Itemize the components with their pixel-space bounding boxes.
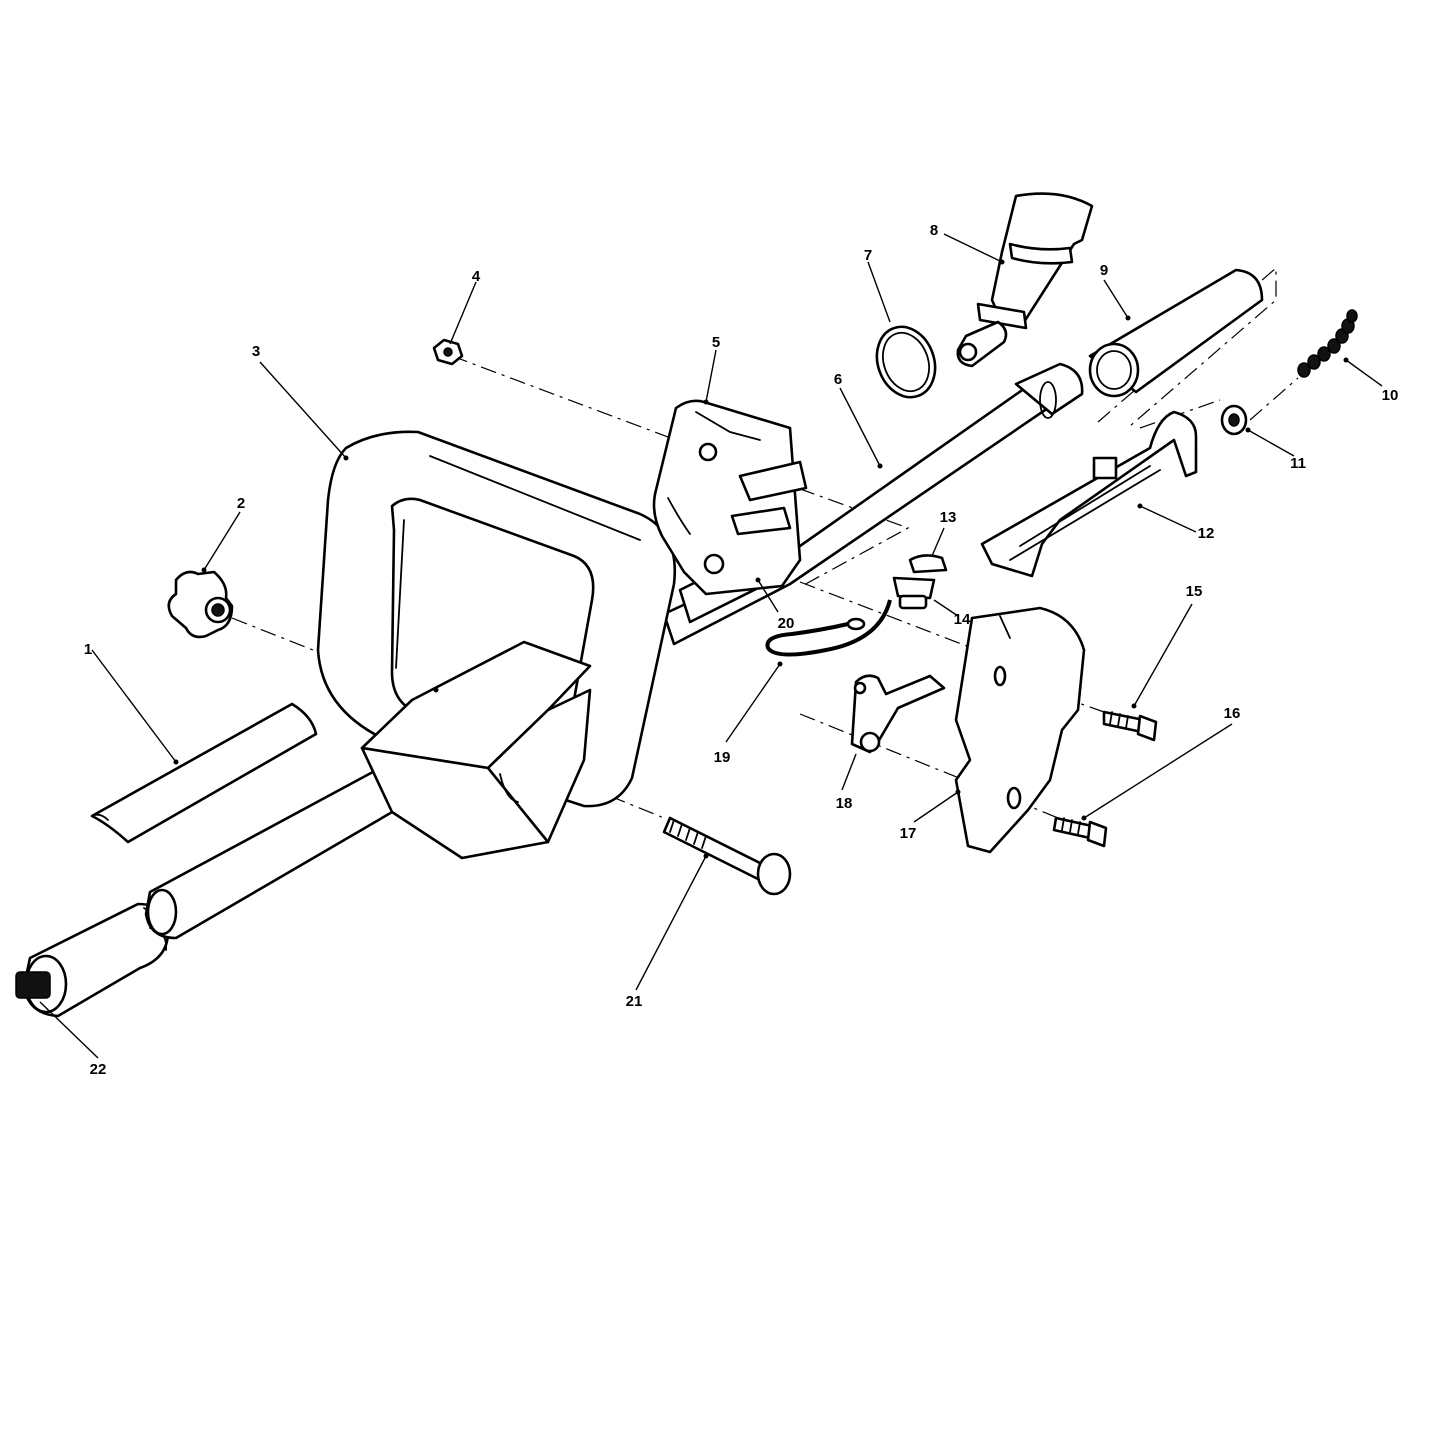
screw-lower	[1052, 816, 1108, 848]
callout-17: 17	[900, 825, 917, 842]
leader-lines	[39, 233, 1383, 1059]
ignition-switch	[892, 554, 948, 610]
callout-3: 3	[252, 343, 260, 360]
hex-nut	[432, 338, 464, 366]
leader-dots	[173, 259, 1349, 859]
callout-18: 18	[836, 795, 853, 812]
callout-2: 2	[237, 495, 245, 512]
callout-12: 12	[1198, 525, 1215, 542]
handle-clamp	[360, 640, 592, 860]
callout-19: 19	[714, 749, 731, 766]
callout-6: 6	[834, 371, 842, 388]
callout-21: 21	[626, 993, 643, 1010]
callout-16: 16	[1224, 705, 1241, 722]
spring	[1297, 309, 1358, 378]
callout-7: 7	[864, 247, 872, 264]
ground-wire	[765, 599, 892, 657]
throttle-trigger	[850, 674, 946, 754]
callout-4: 4	[472, 268, 481, 285]
callout-13: 13	[940, 509, 957, 526]
o-ring	[875, 325, 937, 399]
callout-10: 10	[1382, 387, 1399, 404]
callout-9: 9	[1100, 262, 1108, 279]
shield-sleeve	[90, 702, 318, 844]
bushing	[1220, 404, 1248, 436]
star-knob	[167, 570, 234, 639]
callout-8: 8	[930, 222, 938, 239]
callout-labels: 1 2 3 4 5 6 7 8 9 10 11 12 13 14 15 16 1…	[84, 222, 1399, 1078]
harness-strap	[956, 192, 1094, 368]
callout-14: 14	[954, 611, 971, 628]
callout-22: 22	[90, 1061, 107, 1078]
housing-lower	[954, 606, 1086, 854]
throttle-frame	[980, 410, 1198, 578]
callout-11: 11	[1290, 455, 1306, 472]
carriage-bolt	[662, 816, 792, 896]
screw-upper	[1102, 710, 1158, 742]
callout-1: 1	[84, 641, 92, 658]
callout-20: 20	[778, 615, 795, 632]
drive-tube-lower	[15, 902, 170, 1018]
grip-sleeve	[1088, 268, 1264, 398]
housing-upper	[652, 399, 808, 596]
callout-5: 5	[712, 334, 720, 351]
callout-15: 15	[1186, 583, 1203, 600]
